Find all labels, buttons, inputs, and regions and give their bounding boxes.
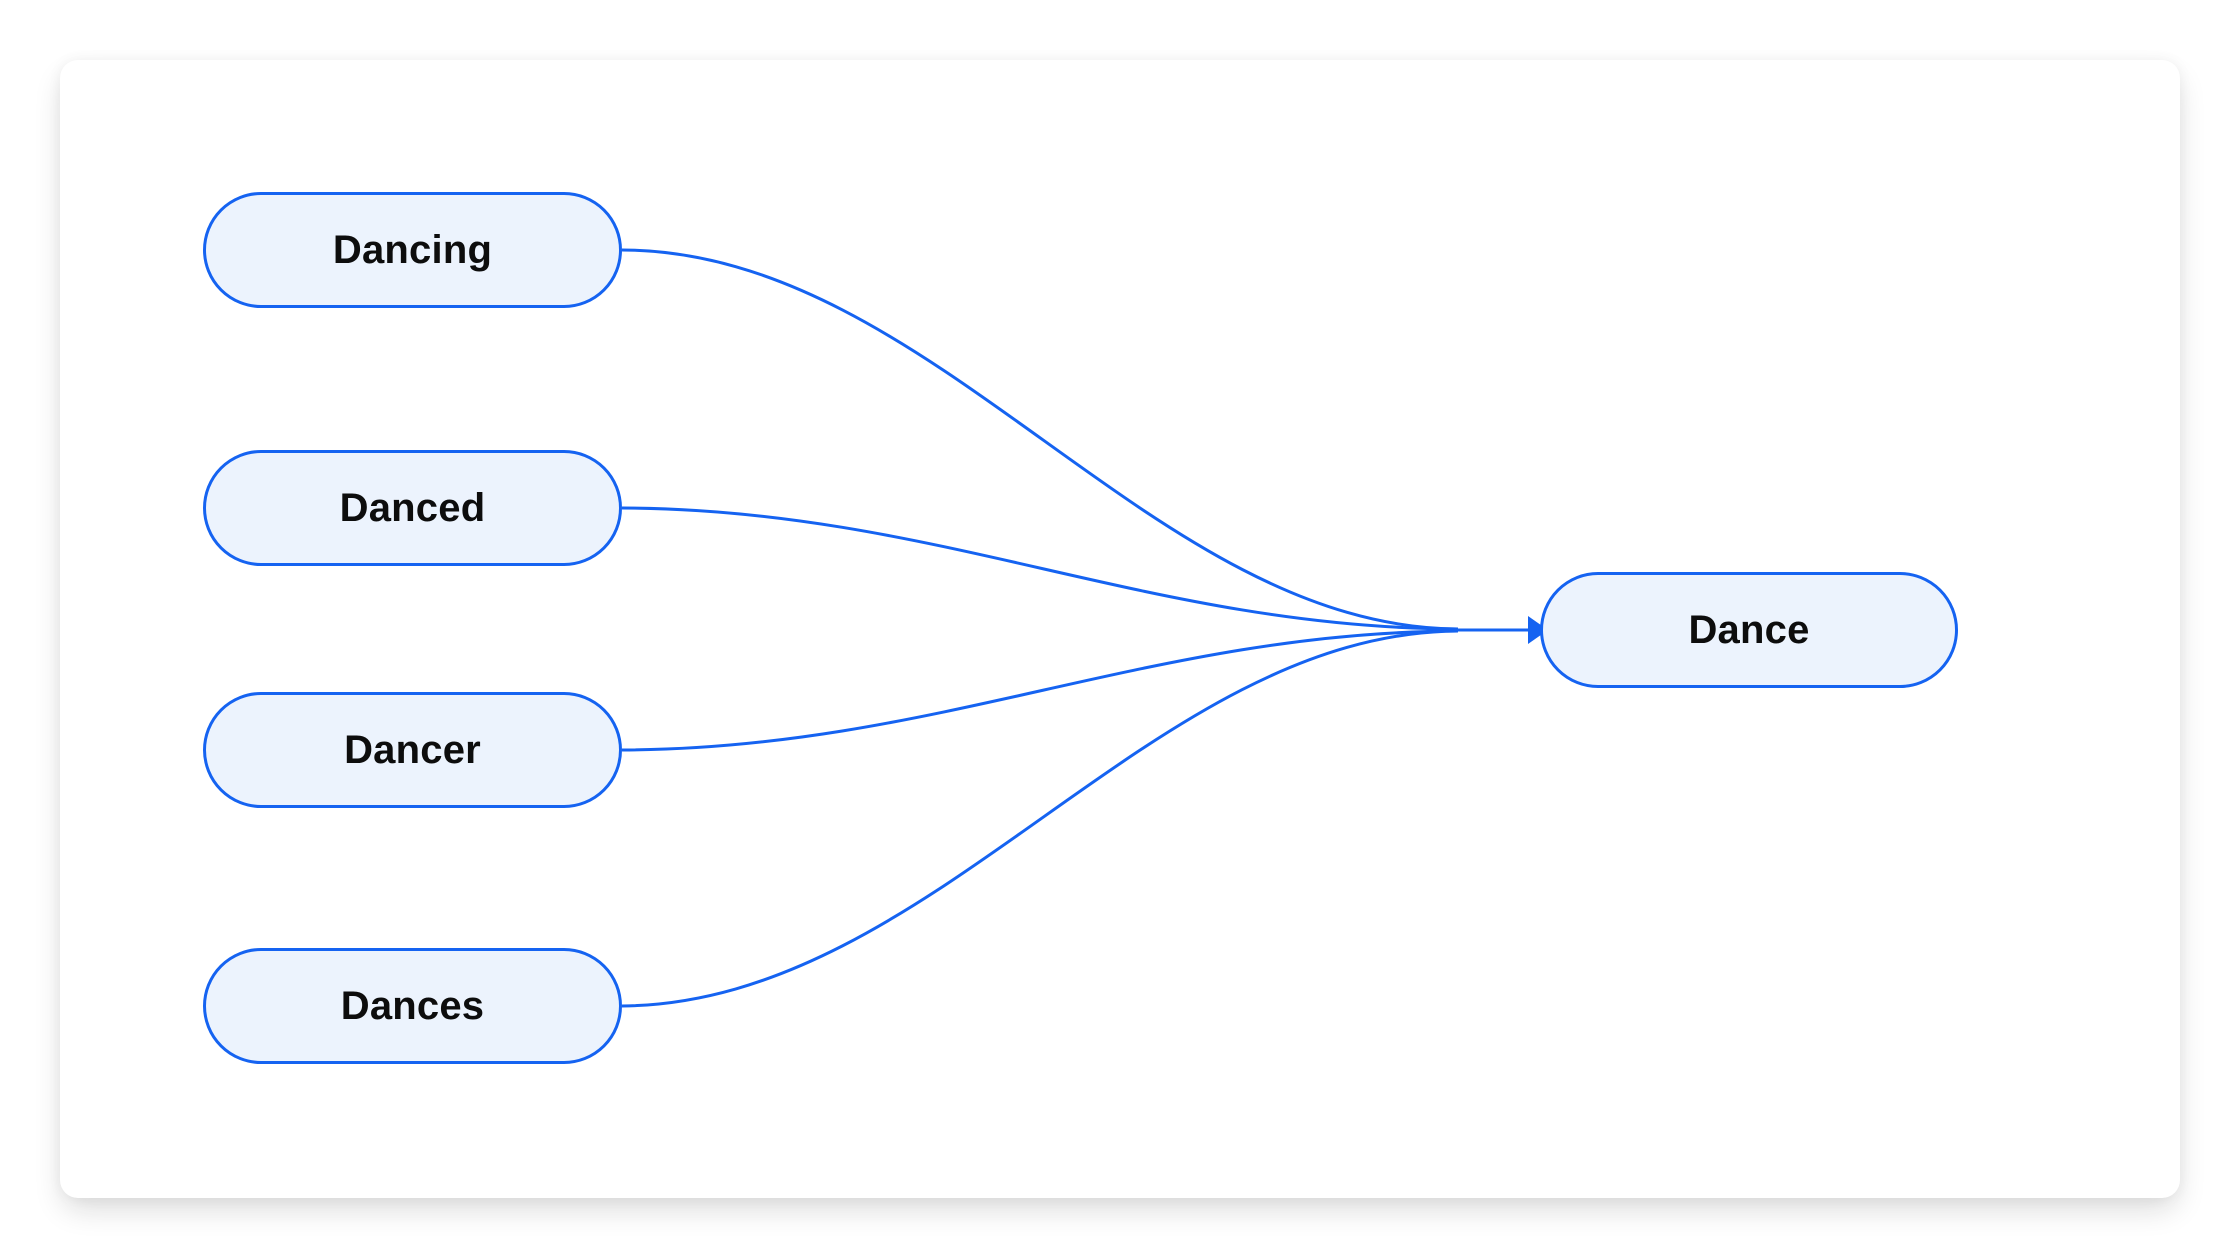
node-dancing[interactable]: Dancing — [203, 192, 622, 308]
node-dancer[interactable]: Dancer — [203, 692, 622, 808]
node-label: Dancer — [344, 727, 481, 772]
node-label: Dancing — [332, 227, 493, 272]
node-dances[interactable]: Dances — [203, 948, 622, 1064]
node-danced[interactable]: Danced — [203, 450, 622, 566]
node-label: Dance — [1688, 607, 1810, 652]
node-label: Danced — [339, 485, 486, 530]
node-dance[interactable]: Dance — [1540, 572, 1958, 688]
node-label: Dances — [340, 983, 485, 1028]
